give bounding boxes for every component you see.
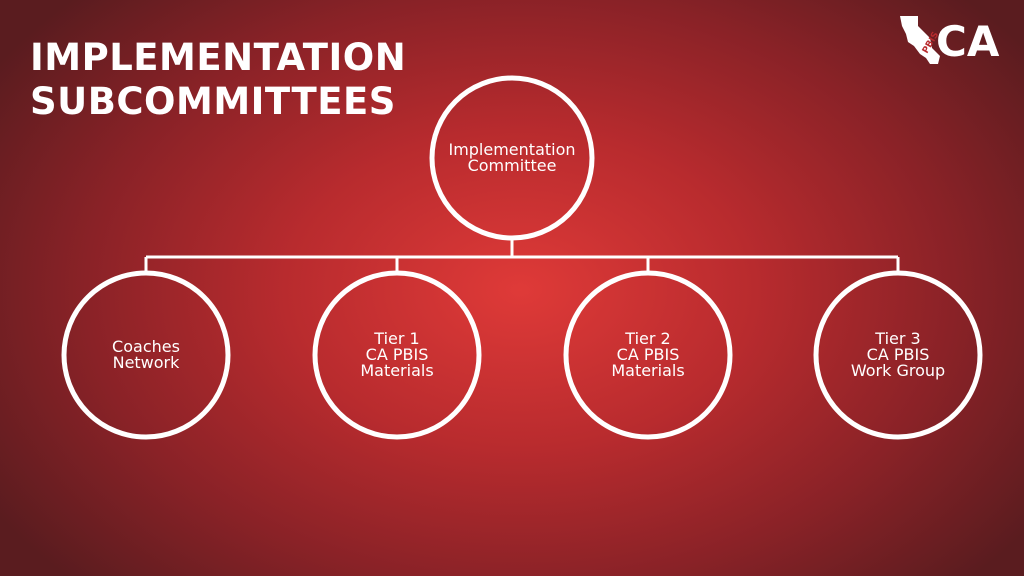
node-tier-2-materials-label-line-1: Tier 2 <box>624 329 670 348</box>
slide-title-line-1: IMPLEMENTATION <box>30 36 407 79</box>
node-tier-1-materials-label-line-3: Materials <box>360 361 433 380</box>
node-tier-2-materials-circle <box>563 270 733 440</box>
california-shape-icon <box>900 16 940 64</box>
logo-ca-text: CA <box>936 17 1000 66</box>
node-tier-1-materials-label-line-1: Tier 1 <box>373 329 419 348</box>
node-implementation-committee-circle <box>429 75 595 241</box>
node-tier-3-work-group-label-line-2: CA PBIS <box>867 345 930 364</box>
connector-lines <box>144 238 900 273</box>
node-coaches-network-label-line-2: Network <box>113 353 181 372</box>
node-tier-1-materials-label-line-2: CA PBIS <box>366 345 429 364</box>
node-implementation-committee-label-line-2: Committee <box>468 156 557 175</box>
node-coaches-network-circle <box>61 270 231 440</box>
node-tier-1-materials-circle <box>312 270 482 440</box>
ca-pbis-logo: PBIS CA <box>900 16 1000 66</box>
node-tier-3-work-group-label-line-3: Work Group <box>851 361 945 380</box>
node-coaches-network-label-line-1: Coaches <box>112 337 180 356</box>
node-tier-2-materials-label-line-3: Materials <box>611 361 684 380</box>
slide-title-line-2: SUBCOMMITTEES <box>30 80 396 123</box>
node-tier-3-work-group-label-line-1: Tier 3 <box>874 329 920 348</box>
node-tier-3-work-group-circle <box>813 270 983 440</box>
node-tier-2-materials-label-line-2: CA PBIS <box>617 345 680 364</box>
node-implementation-committee-label-line-1: Implementation <box>448 140 575 159</box>
